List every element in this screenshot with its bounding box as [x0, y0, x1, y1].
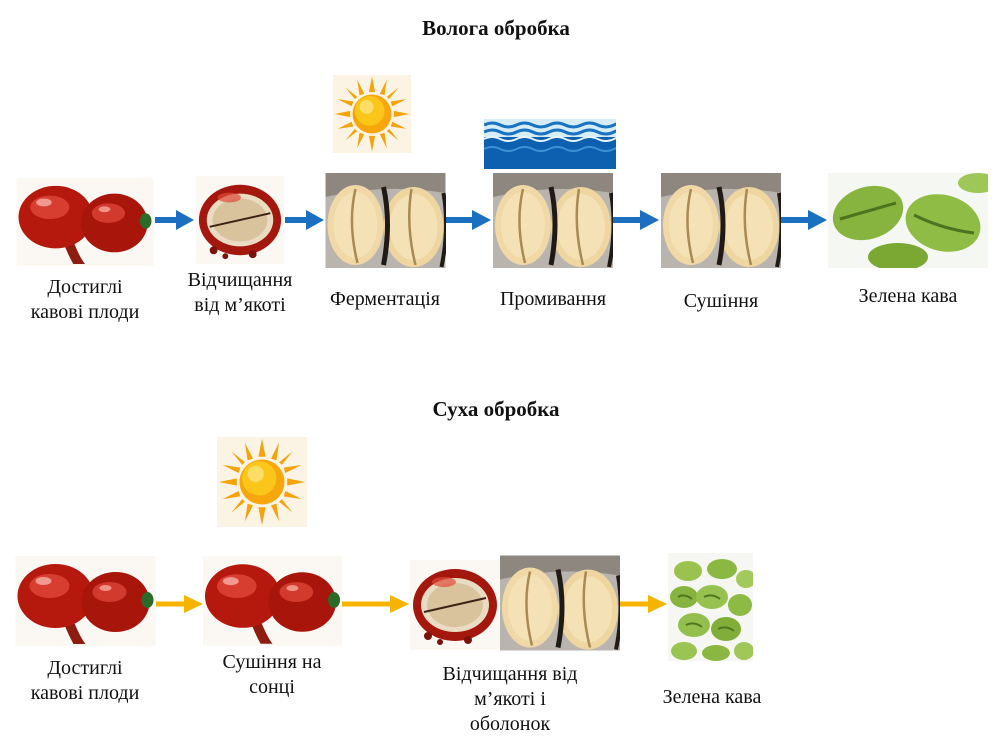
sun-icon [216, 437, 308, 527]
dry-step-label: Сушіння на сонці [197, 650, 347, 700]
arrow-right-icon [613, 210, 659, 230]
dry-process-title: Суха обробка [0, 397, 992, 422]
wet-step-label: Достиглі кавові плоди [5, 275, 165, 325]
sun-icon [327, 75, 417, 153]
wet-process-title: Волога обробка [0, 16, 992, 41]
arrow-right-icon [620, 595, 667, 613]
arrow-right-icon [446, 210, 491, 230]
arrow-right-icon [285, 210, 324, 230]
arrow-right-icon [155, 210, 194, 230]
wet-step-label: Зелена кава [828, 284, 988, 309]
dry-arrows [0, 584, 992, 624]
arrow-right-icon [156, 595, 203, 613]
wet-step-label: Промивання [478, 287, 628, 312]
wet-step-label: Ферментація [305, 287, 465, 312]
water-waves-icon [484, 119, 616, 169]
arrow-right-icon [342, 595, 409, 613]
arrow-right-icon [781, 210, 827, 230]
wet-step-label: Відчищання від м’якоті [165, 268, 315, 318]
wet-arrows [0, 200, 992, 240]
wet-step-label: Сушіння [646, 289, 796, 314]
dry-step-label: Достиглі кавові плоди [5, 656, 165, 706]
dry-step-label: Відчищання від м’якоті і оболонок [410, 662, 610, 737]
dry-step-label: Зелена кава [632, 685, 792, 710]
